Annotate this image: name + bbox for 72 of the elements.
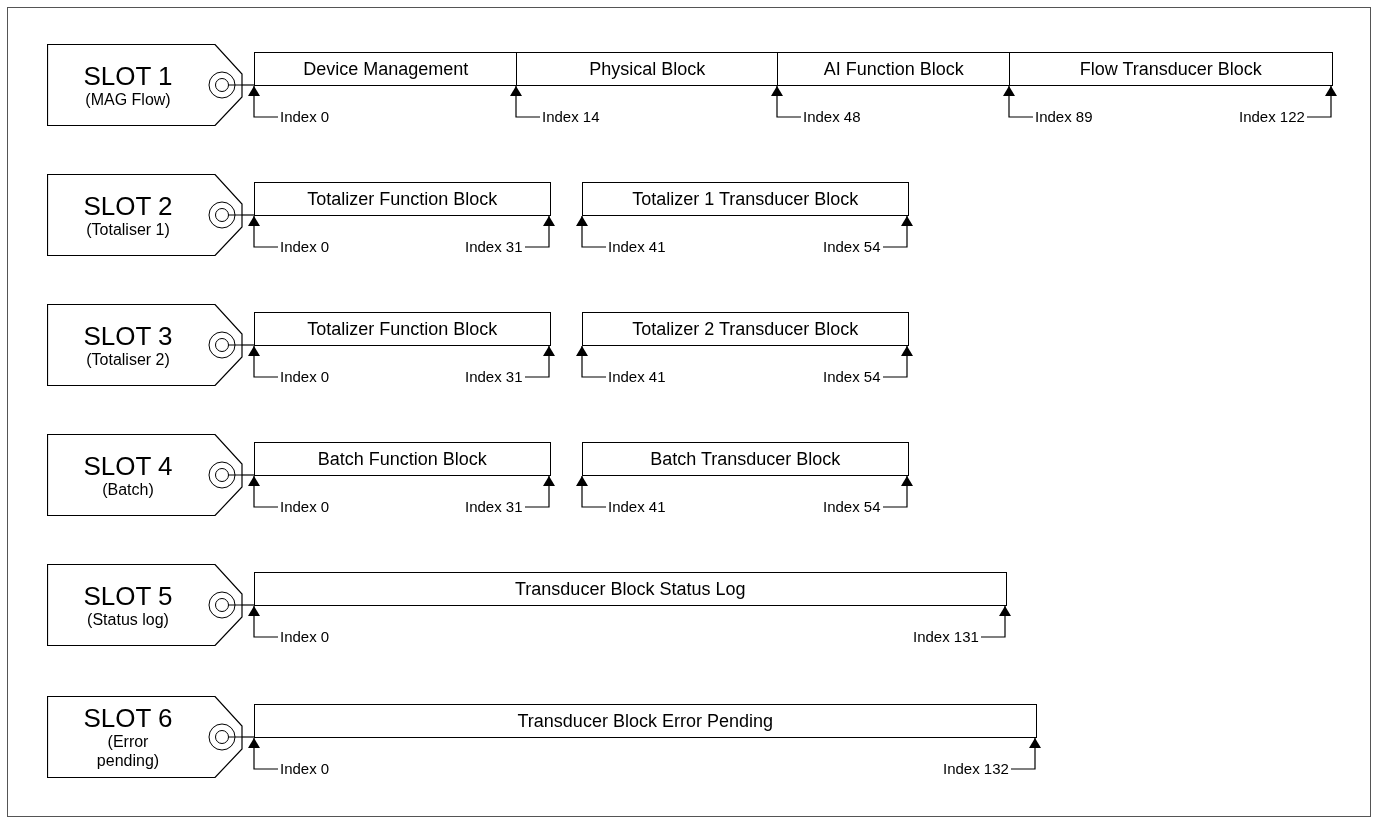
memory-block: Transducer Block Status Log	[254, 572, 1007, 606]
leader-arrow	[1003, 85, 1034, 118]
memory-block: Totalizer Function Block	[254, 312, 551, 346]
slot-tag	[47, 174, 243, 256]
leader-arrow	[771, 85, 802, 118]
slot-caption: (Status log)	[86, 609, 170, 629]
slot-tag	[47, 44, 243, 126]
slot-number: SLOT 2	[82, 191, 174, 220]
leader-arrow	[248, 345, 279, 378]
leader-arrow	[248, 85, 279, 118]
memory-block: Transducer Block Error Pending	[254, 704, 1037, 738]
memory-block: Device Management	[254, 52, 518, 86]
index-label: Index 41	[608, 368, 666, 386]
slot-number: SLOT 3	[82, 321, 174, 350]
slot-caption: (Totaliser 2)	[85, 349, 171, 369]
leader-arrow	[576, 345, 607, 378]
leader-arrow	[510, 85, 541, 118]
memory-block: Batch Transducer Block	[582, 442, 909, 476]
index-label: Index 48	[803, 108, 861, 126]
slot-tag	[47, 434, 243, 516]
leader-arrow	[576, 475, 607, 508]
index-label: Index 0	[280, 368, 330, 386]
index-label: Index 0	[280, 108, 330, 126]
memory-block: Totalizer Function Block	[254, 182, 551, 216]
leader-arrow	[524, 215, 555, 248]
index-label: Index 132	[943, 760, 1009, 778]
leader-arrow	[576, 215, 607, 248]
slot-caption: (Error pending)	[95, 732, 161, 770]
index-label: Index 0	[280, 238, 330, 256]
leader-arrow	[524, 475, 555, 508]
slot-number: SLOT 5	[82, 581, 174, 610]
slot-tag	[47, 696, 243, 778]
memory-block: Totalizer 2 Transducer Block	[582, 312, 909, 346]
slot-number: SLOT 1	[82, 61, 174, 90]
index-label: Index 0	[280, 760, 330, 778]
index-label: Index 41	[608, 498, 666, 516]
leader-arrow	[882, 345, 913, 378]
slot-number: SLOT 6	[82, 704, 174, 732]
memory-block: Physical Block	[516, 52, 779, 86]
leader-arrow	[1010, 737, 1041, 770]
index-label: Index 14	[542, 108, 600, 126]
leader-arrow	[524, 345, 555, 378]
index-label: Index 41	[608, 238, 666, 256]
index-label: Index 54	[823, 498, 881, 516]
memory-block: AI Function Block	[777, 52, 1011, 86]
index-label: Index 54	[823, 238, 881, 256]
index-label: Index 131	[913, 628, 979, 646]
leader-arrow	[1306, 85, 1337, 118]
leader-arrow	[248, 475, 279, 508]
slot-caption: (Batch)	[101, 479, 155, 499]
slot-tag	[47, 304, 243, 386]
slot-caption: (Totaliser 1)	[85, 219, 171, 239]
leader-arrow	[248, 215, 279, 248]
index-label: Index 31	[465, 368, 523, 386]
leader-arrow	[248, 737, 279, 770]
slot-caption: (MAG Flow)	[84, 89, 172, 109]
index-label: Index 122	[1239, 108, 1305, 126]
index-label: Index 54	[823, 368, 881, 386]
leader-arrow	[248, 605, 279, 638]
index-label: Index 0	[280, 628, 330, 646]
index-label: Index 89	[1035, 108, 1093, 126]
memory-block: Totalizer 1 Transducer Block	[582, 182, 909, 216]
index-label: Index 31	[465, 238, 523, 256]
leader-arrow	[882, 215, 913, 248]
leader-arrow	[980, 605, 1011, 638]
slot-number: SLOT 4	[82, 451, 174, 480]
memory-block: Flow Transducer Block	[1009, 52, 1333, 86]
leader-arrow	[882, 475, 913, 508]
index-label: Index 31	[465, 498, 523, 516]
slot-tag	[47, 564, 243, 646]
index-label: Index 0	[280, 498, 330, 516]
memory-block: Batch Function Block	[254, 442, 551, 476]
